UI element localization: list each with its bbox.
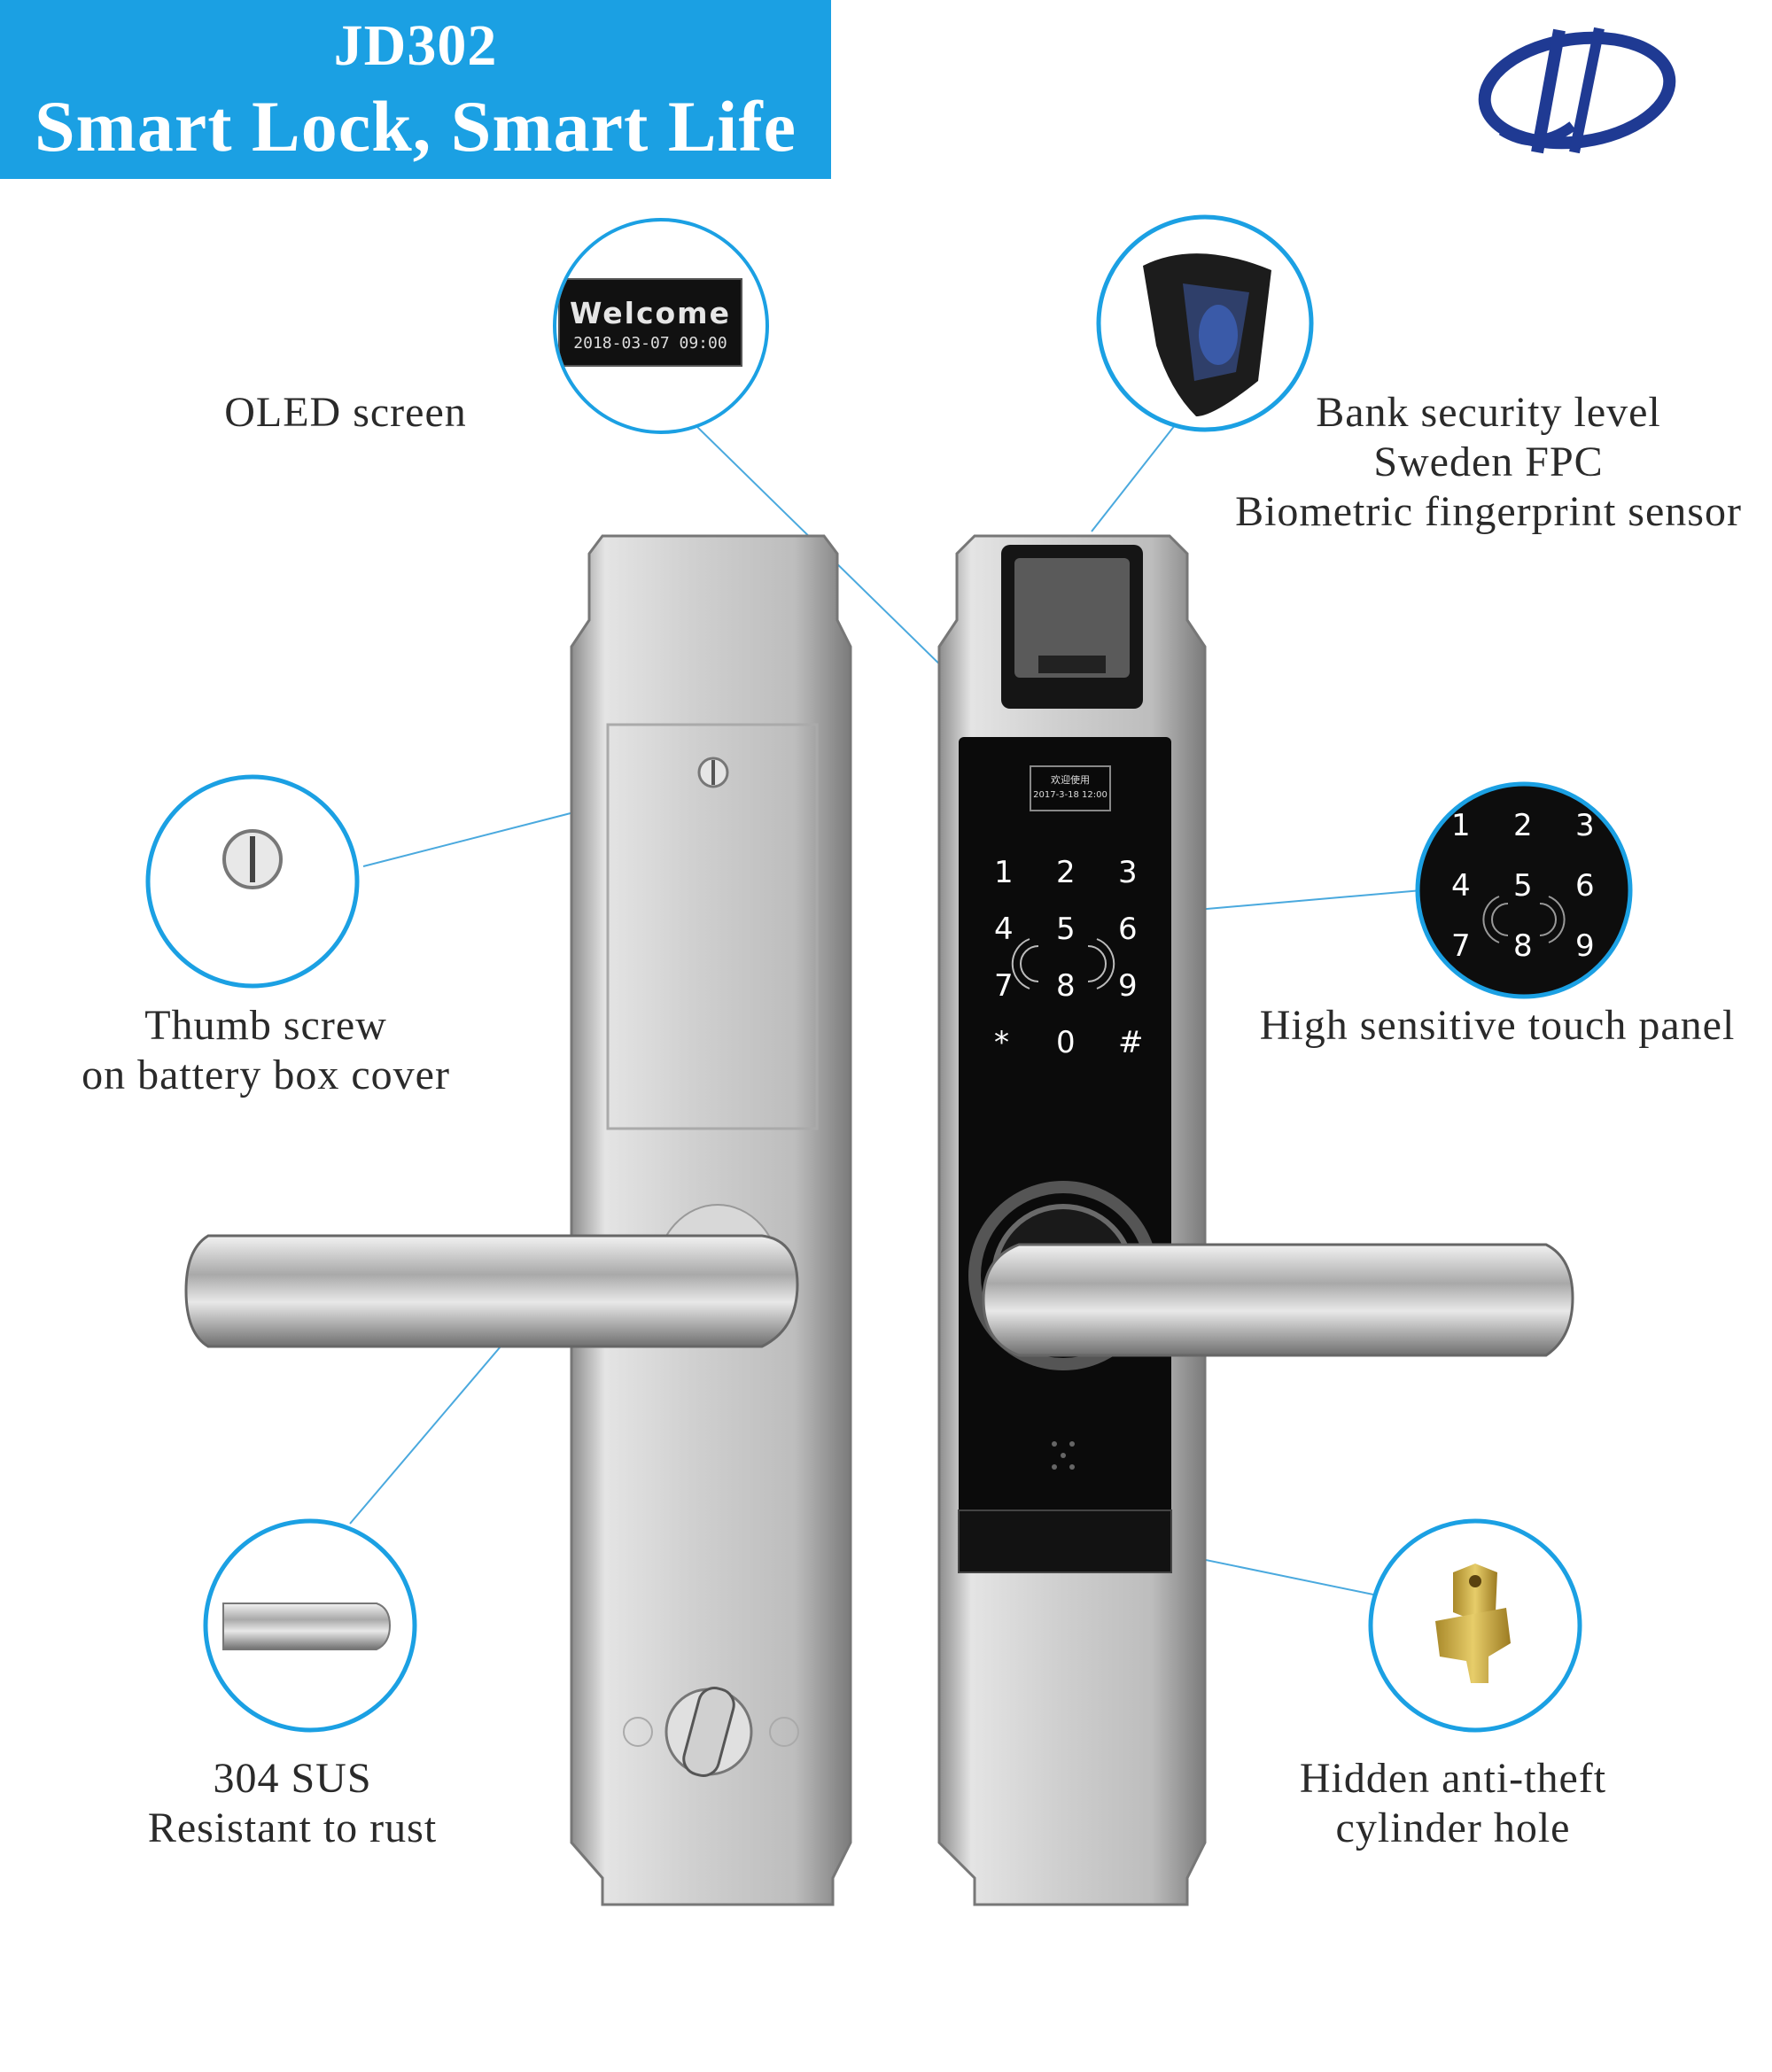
zoom-key-7: 7 (1451, 928, 1471, 964)
lock-oled-screen: 欢迎使用 2017-3-18 12:00 (1030, 765, 1111, 811)
label-thumb-screw: Thumb screw on battery box cover (82, 1002, 450, 1098)
key-1[interactable]: 1 (994, 855, 1014, 890)
key-6[interactable]: 6 (1118, 912, 1138, 947)
zoom-key-9: 9 (1575, 928, 1595, 964)
key-hash[interactable]: # (1118, 1025, 1144, 1060)
oled-welcome-text: Welcome (570, 296, 731, 330)
label-fingerprint: Bank security level Sweden FPC Biometric… (1235, 389, 1742, 535)
oled-datetime-text: 2018-03-07 09:00 (573, 334, 727, 353)
header-banner: JD302 Smart Lock, Smart Life (0, 0, 831, 179)
touch-zoom-keypad: 1 2 3 4 5 6 7 8 9 (1435, 808, 1613, 967)
slogan: Smart Lock, Smart Life (34, 86, 797, 167)
oled-zoom-circle: Welcome 2018-03-07 09:00 (553, 218, 769, 434)
key-8[interactable]: 8 (1056, 968, 1076, 1004)
key-4[interactable]: 4 (994, 912, 1014, 947)
key-2[interactable]: 2 (1056, 855, 1076, 890)
model-title: JD302 (333, 13, 498, 78)
key-7[interactable]: 7 (994, 968, 1014, 1004)
label-stainless: 304 SUS Resistant to rust (147, 1755, 438, 1851)
oled-display: Welcome 2018-03-07 09:00 (558, 278, 742, 367)
key-5[interactable]: 5 (1056, 912, 1076, 947)
zoom-key-6: 6 (1575, 868, 1595, 904)
back-lock (184, 534, 852, 1906)
label-touch-panel: High sensitive touch panel (1259, 1002, 1736, 1049)
zoom-key-3: 3 (1575, 808, 1595, 843)
label-oled-screen: OLED screen (224, 389, 467, 436)
label-cylinder: Hidden anti-theft cylinder hole (1299, 1755, 1607, 1851)
lock-oled-line1: 欢迎使用 (1051, 774, 1090, 786)
key-star[interactable]: * (994, 1025, 1009, 1060)
zoom-key-4: 4 (1451, 868, 1471, 904)
key-0[interactable]: 0 (1056, 1025, 1076, 1060)
zoom-key-2: 2 (1513, 808, 1533, 843)
zoom-key-5: 5 (1513, 868, 1533, 904)
zoom-key-1: 1 (1451, 808, 1471, 843)
jd-logo (1475, 19, 1679, 161)
front-lock (937, 534, 1574, 1906)
lock-oled-line2: 2017-3-18 12:00 (1033, 790, 1108, 800)
lock-keypad: 1 2 3 4 5 6 7 8 9 * 0 # (983, 855, 1161, 1067)
zoom-key-8: 8 (1513, 928, 1533, 964)
key-3[interactable]: 3 (1118, 855, 1138, 890)
key-9[interactable]: 9 (1118, 968, 1138, 1004)
